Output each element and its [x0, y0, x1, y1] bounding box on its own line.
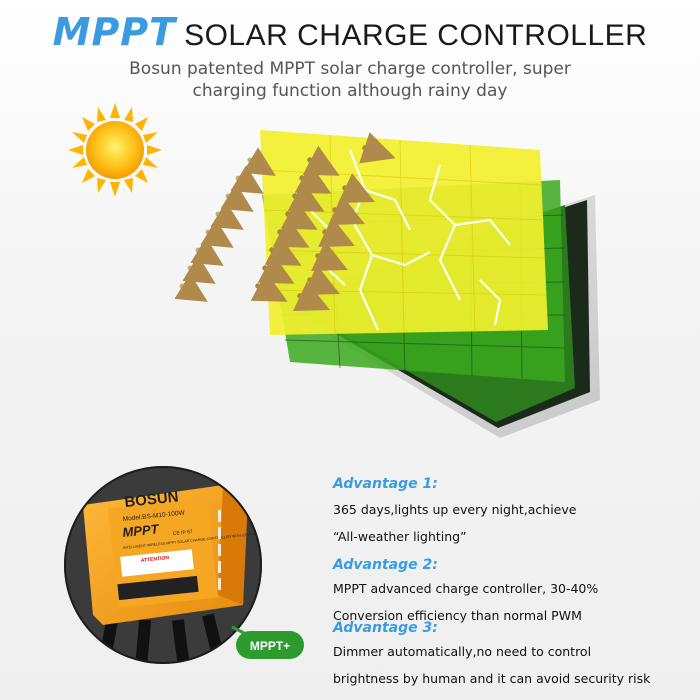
controller-name: MPPT [122, 521, 161, 540]
advantage-2-title: Advantage 2: [333, 557, 438, 573]
subtitle-line-1: Bosun patented MPPT solar charge control… [129, 59, 571, 79]
advantage-1-line-2: “All-weather lighting” [333, 529, 467, 544]
subtitle: Bosun patented MPPT solar charge control… [0, 58, 700, 102]
controller-attention: ATTENTION [141, 555, 170, 564]
solar-panel [260, 130, 600, 438]
title-mppt: MPPT [52, 10, 177, 54]
advantage-3-line-2: brightness by human and it can avoid sec… [333, 671, 651, 686]
advantage-2-line-2: Conversion efficiency than normal PWM [333, 608, 582, 623]
title-solar-charge-controller: SOLAR CHARGE CONTROLLER [184, 19, 648, 52]
advantage-3-title: Advantage 3: [333, 620, 438, 636]
advantage-1: Advantage 1: 365 days,lights up every ni… [333, 476, 576, 550]
advantage-1-line-1: 365 days,lights up every night,achieve [333, 502, 577, 517]
advantage-2: Advantage 2: MPPT advanced charge contro… [333, 557, 598, 629]
controller-marks: CE IP 67 [173, 529, 194, 537]
advantage-3: Advantage 3: Dimmer automatically,no nee… [333, 620, 650, 692]
advantage-2-line-1: MPPT advanced charge controller, 30-40% [333, 581, 599, 596]
mppt-plus-badge: MPPT+ [231, 625, 304, 659]
mppt-plus-label: MPPT+ [250, 639, 290, 653]
subtitle-line-2: charging function although rainy day [192, 81, 508, 101]
controller-photo: BOSUN Model:BS-M10-100W MPPT CE IP 67 IN… [64, 466, 262, 664]
controller-brand: BOSUN [124, 488, 180, 511]
sun-icon [68, 103, 162, 197]
advantage-3-line-1: Dimmer automatically,no need to control [333, 644, 592, 659]
solar-panel-illustration [68, 103, 600, 438]
arrow-icon [174, 147, 276, 302]
advantage-1-title: Advantage 1: [333, 476, 438, 492]
